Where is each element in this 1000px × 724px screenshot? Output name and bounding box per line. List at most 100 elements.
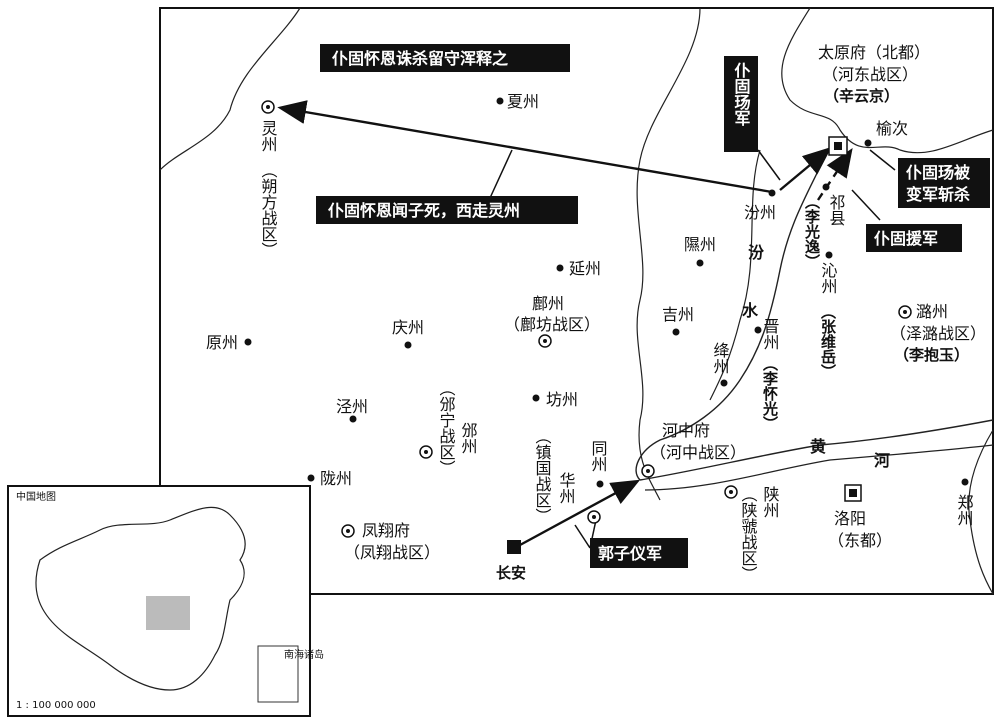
jizhou-label: 吉州 [662, 305, 694, 324]
qixian-marker [822, 183, 830, 191]
tongzhou-marker [596, 480, 604, 488]
yuci-label: 榆次 [876, 119, 908, 138]
qinzhou-sub-label: （张维岳） [819, 304, 837, 379]
inset-scale: 1 : 100 000 000 [16, 700, 96, 711]
qixian-label: 祁县 [827, 194, 846, 226]
yuanzhou-label: 原州 [206, 333, 238, 352]
lingzhou-sub-label: （朔方战区） [259, 162, 278, 258]
callout-killed: 仆固玚被 变军斩杀 [898, 158, 990, 208]
jinzhou-marker [754, 326, 762, 334]
callout-execute: 仆固怀恩诛杀留守浑释之 [320, 44, 570, 72]
longzhou-marker [307, 474, 315, 482]
shanguo-label: （陕虢战区） [739, 486, 758, 582]
callout-killed-text-1: 仆固玚被 [906, 163, 971, 182]
luoyang-marker [844, 484, 862, 502]
place-markers [244, 97, 969, 554]
jinzhou-sub-label: （李怀光） [761, 356, 779, 431]
yellow-river-label-1: 黄 [810, 437, 826, 456]
fen-river [635, 149, 829, 481]
xizhou-label: 隰州 [684, 235, 716, 254]
callout-pointer [574, 524, 591, 549]
callout-killed-text-2: 变军斩杀 [906, 185, 970, 204]
qixian-sub-label: （李光逸） [803, 194, 821, 269]
fuzhou-marker [538, 334, 552, 348]
xiazhou-marker [496, 97, 504, 105]
yanzhou-label: 延州 [569, 259, 601, 278]
retreat-arrow [277, 100, 773, 194]
luzhou-sub-label: （泽潞战区） [890, 324, 986, 343]
yuanzhou-marker [244, 338, 252, 346]
pugu-yang-arrow [779, 146, 832, 191]
guo-ziyi-arrow [519, 479, 641, 547]
zhengzhou-marker [961, 478, 969, 486]
taiyuan-label: 太原府（北都） [818, 43, 930, 62]
lingzhou-label: 灵州 [259, 120, 278, 152]
callout-pointer [757, 149, 781, 181]
hezhong-sub-label: （河中战区） [650, 443, 746, 462]
luzhou-label: 潞州 [916, 302, 948, 321]
jingzhou-label: 泾州 [336, 397, 368, 416]
inset-south-sea-label: 南海诸岛 [284, 648, 324, 661]
yanzhou-marker [556, 264, 564, 272]
fangzhou-marker [532, 394, 540, 402]
terrain-lines [159, 7, 994, 595]
changan-marker [507, 540, 521, 554]
callout-retreat: 仆固怀恩闻子死，西走灵州 [316, 196, 578, 224]
taiyuan-marker [828, 136, 848, 156]
jizhou-marker [672, 328, 680, 336]
callout-pugu-yang: 仆固玚军 [724, 56, 758, 152]
inset-map: 中国地图 南海诸岛 1 : 100 000 000 [7, 485, 324, 717]
zhenguo-label: （镇国战区） [533, 428, 552, 524]
luzhou-marker [898, 305, 912, 319]
lingzhou-marker [261, 100, 275, 114]
inset-highlight-area [146, 596, 190, 630]
tongzhou-label: 同州 [589, 440, 608, 472]
taiyuan-sub2-label: （辛云京） [824, 87, 899, 105]
fengxiang-label: 凤翔府 [362, 521, 410, 540]
luoyang-label: 洛阳 [834, 509, 866, 528]
binzhou-label: 邠州 [459, 422, 478, 454]
jiangzhou-marker [720, 379, 728, 387]
xizhou-marker [696, 259, 704, 267]
qinzhou-marker [825, 251, 833, 259]
zhengzhou-label: 郑州 [955, 494, 974, 526]
inset-south-sea-box [257, 645, 299, 703]
hezhongfu-marker [641, 464, 655, 478]
fuzhou-label: 鄜州 [532, 294, 564, 313]
longzhou-label: 陇州 [320, 469, 352, 488]
huazhou-label: 华州 [557, 472, 576, 504]
qingzhou-label: 庆州 [392, 318, 424, 337]
qinzhou-label: 沁州 [819, 262, 838, 294]
fen-river-label-1: 汾 [748, 243, 764, 262]
yellow-river-label-2: 河 [874, 451, 890, 470]
fen-river-label-2: 水 [742, 301, 759, 320]
inset-title: 中国地图 [16, 490, 56, 503]
inset-china-outline [35, 506, 246, 691]
jiangzhou-label: 绛州 [711, 342, 730, 374]
shanzhou-label: 陕州 [761, 486, 780, 518]
callout-reinforce-text: 仆固援军 [874, 229, 938, 248]
callout-pointer [869, 149, 896, 171]
callout-pugu-yang-text: 仆固玚军 [732, 62, 751, 127]
fenzhou-marker [768, 189, 776, 197]
changan-label: 长安 [496, 564, 526, 582]
fenzhou-label: 汾州 [744, 203, 776, 222]
xiazhou-label: 夏州 [507, 92, 539, 111]
fengxiang-sub-label: （凤翔战区） [344, 543, 440, 562]
yellow-river [639, 419, 994, 481]
hezhongfu-label: 河中府 [662, 421, 710, 440]
qingzhou-marker [404, 341, 412, 349]
callout-execute-text: 仆固怀恩诛杀留守浑释之 [332, 49, 508, 68]
callout-reinforce: 仆固援军 [866, 224, 962, 252]
binning-label: （邠宁战区） [437, 380, 456, 476]
callout-retreat-text: 仆固怀恩闻子死，西走灵州 [328, 201, 520, 220]
yellow-river-bank [644, 444, 994, 491]
yuci-marker [864, 139, 872, 147]
binzhou-marker [419, 445, 433, 459]
luoyang-sub-label: （东都） [828, 531, 892, 550]
fengxiang-marker [341, 524, 355, 538]
taiyuan-sub-label: （河东战区） [822, 65, 918, 84]
fuzhou-sub-label: （鄜坊战区） [504, 315, 600, 334]
callout-pointer [851, 189, 881, 221]
